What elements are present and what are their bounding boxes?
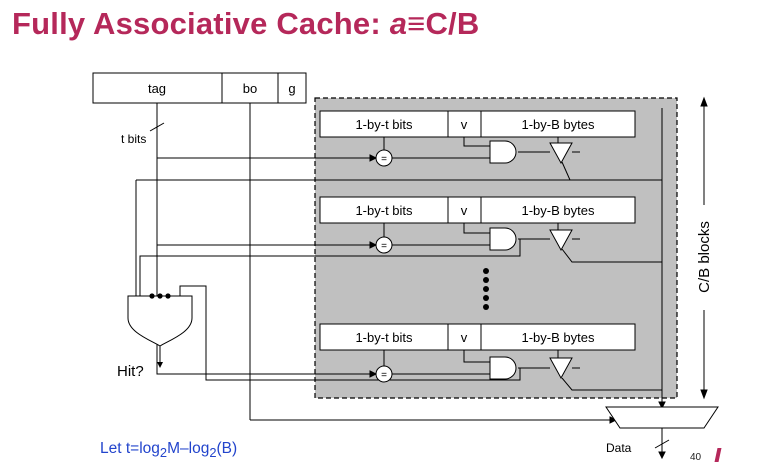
title-prefix: Fully Associative Cache: (12, 6, 390, 41)
data-output-label: Data (606, 441, 632, 455)
block-offset-bus (249, 103, 618, 424)
tag-bus (136, 103, 662, 378)
entry-2-tristate-buffer (549, 229, 573, 252)
entry-2-and-gate (489, 227, 517, 251)
title-associativity-symbol: a (389, 6, 408, 41)
entry-3-and-gate (489, 356, 517, 380)
data-output-wire (654, 428, 670, 460)
address-register: tag bo g (92, 72, 307, 104)
entry-3-tristate-buffer (549, 357, 573, 380)
entry-1-data-label: 1-by-B bytes (522, 117, 595, 132)
entry-3-data-label: 1-by-B bytes (522, 330, 595, 345)
cache-entry-3: 1-by-t bits v 1-by-B bytes = (179, 285, 662, 391)
slide-title: Fully Associative Cache: a≡C/B (12, 6, 479, 42)
entry-1-valid-label: v (461, 117, 468, 132)
cache-entry-1: 1-by-t bits v 1-by-B bytes = (319, 110, 636, 181)
address-tag-field: tag (148, 81, 166, 96)
entry-3-comparator-symbol: = (381, 370, 387, 381)
t-bits-label: t bits (121, 132, 146, 146)
block-count-label: C/B blocks (696, 221, 713, 293)
entry-1-comparator (375, 149, 393, 167)
page-number: 40 (690, 452, 702, 463)
hit-output-label: Hit? (117, 363, 144, 380)
entry-1-and-gate (489, 140, 517, 164)
entry-3-comparator (375, 365, 393, 383)
entry-2-data-label: 1-by-B bytes (522, 203, 595, 218)
entry-2-tag-label: 1-by-t bits (355, 203, 413, 218)
block-count-arrow (700, 96, 708, 400)
entry-2-comparator-symbol: = (381, 241, 387, 252)
data-bus (658, 108, 666, 410)
entry-2-valid-label: v (461, 203, 468, 218)
entry-1-tristate-buffer (549, 142, 573, 165)
entry-1-tag-label: 1-by-t bits (355, 117, 413, 132)
entries-ellipsis (483, 268, 489, 310)
entry-3-valid-label: v (461, 330, 468, 345)
address-g-field: g (288, 81, 295, 96)
data-output-mux (605, 406, 719, 429)
hit-or-gate (127, 293, 193, 368)
address-bo-field: bo (243, 81, 257, 96)
tag-width-formula: Let t=log2M–log2(B) (100, 440, 238, 461)
title-suffix: ≡C/B (407, 6, 480, 41)
entry-3-tag-label: 1-by-t bits (355, 330, 413, 345)
cache-entry-2: 1-by-t bits v 1-by-B bytes = (139, 196, 662, 296)
entry-2-comparator (375, 236, 393, 254)
entry-1-comparator-symbol: = (381, 154, 387, 165)
